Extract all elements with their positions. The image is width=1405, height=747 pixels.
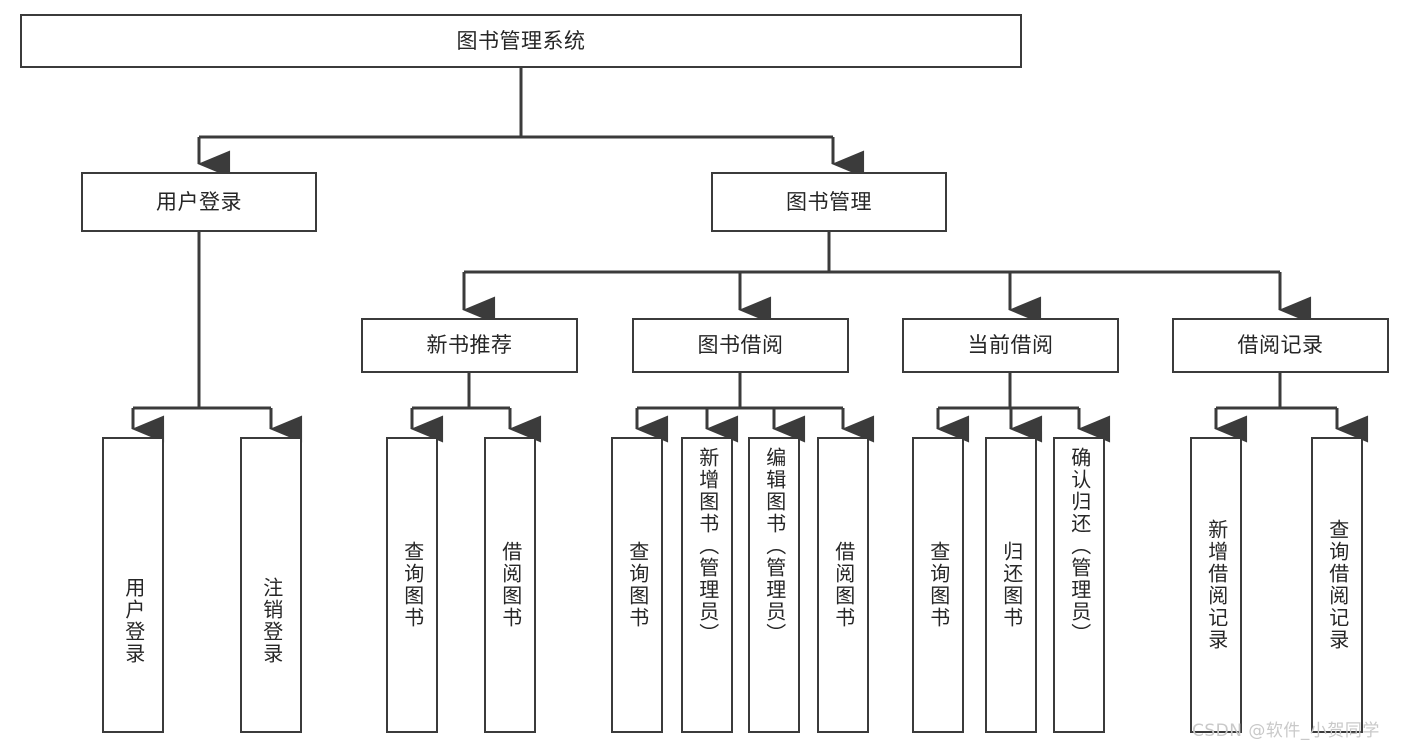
node-label: 当前借阅 (967, 333, 1054, 358)
node-leaf-add-book-admin[interactable]: 新增图书（管理员） (681, 437, 733, 733)
node-label: 图书管理系统 (456, 28, 586, 53)
node-leaf-query-book-current[interactable]: 查询图书 (912, 437, 964, 733)
node-root-library-system[interactable]: 图书管理系统 (20, 14, 1022, 68)
node-book-borrow[interactable]: 图书借阅 (632, 318, 849, 373)
node-label: 查询借阅记录 (1325, 519, 1350, 651)
node-leaf-return-book[interactable]: 归还图书 (985, 437, 1037, 733)
node-label: 图书管理 (786, 189, 872, 214)
node-label: 用户登录 (156, 189, 242, 214)
node-label: 借阅记录 (1237, 333, 1324, 358)
node-label: 编辑图书（管理员） (762, 447, 787, 645)
node-book-management[interactable]: 图书管理 (711, 172, 947, 232)
node-label: 查询图书 (926, 541, 951, 629)
node-label: 新增借阅记录 (1204, 519, 1229, 651)
node-label: 确认归还（管理员） (1067, 447, 1092, 645)
node-label: 新书推荐 (426, 333, 513, 358)
node-leaf-borrow-book-recommend[interactable]: 借阅图书 (484, 437, 536, 733)
node-leaf-query-book-borrow[interactable]: 查询图书 (611, 437, 663, 733)
node-leaf-logout[interactable]: 注销登录 (240, 437, 302, 733)
node-leaf-borrow-book[interactable]: 借阅图书 (817, 437, 869, 733)
node-label: 图书借阅 (697, 333, 784, 358)
node-leaf-user-login[interactable]: 用户登录 (102, 437, 164, 733)
node-leaf-confirm-return-admin[interactable]: 确认归还（管理员） (1053, 437, 1105, 733)
node-leaf-query-book-recommend[interactable]: 查询图书 (386, 437, 438, 733)
node-label: 借阅图书 (498, 541, 523, 629)
node-label: 新增图书（管理员） (695, 447, 720, 645)
node-label: 借阅图书 (831, 541, 856, 629)
node-borrow-record[interactable]: 借阅记录 (1172, 318, 1389, 373)
node-label: 用户登录 (121, 577, 146, 665)
node-leaf-query-borrow-record[interactable]: 查询借阅记录 (1311, 437, 1363, 733)
node-current-borrow[interactable]: 当前借阅 (902, 318, 1119, 373)
node-leaf-edit-book-admin[interactable]: 编辑图书（管理员） (748, 437, 800, 733)
node-label: 注销登录 (259, 577, 284, 665)
node-label: 归还图书 (999, 541, 1024, 629)
node-new-book-recommend[interactable]: 新书推荐 (361, 318, 578, 373)
node-label: 查询图书 (625, 541, 650, 629)
csdn-watermark: CSDN @软件_小贺同学 (1192, 721, 1380, 741)
node-user-login[interactable]: 用户登录 (81, 172, 317, 232)
node-label: 查询图书 (400, 541, 425, 629)
node-leaf-add-borrow-record[interactable]: 新增借阅记录 (1190, 437, 1242, 733)
